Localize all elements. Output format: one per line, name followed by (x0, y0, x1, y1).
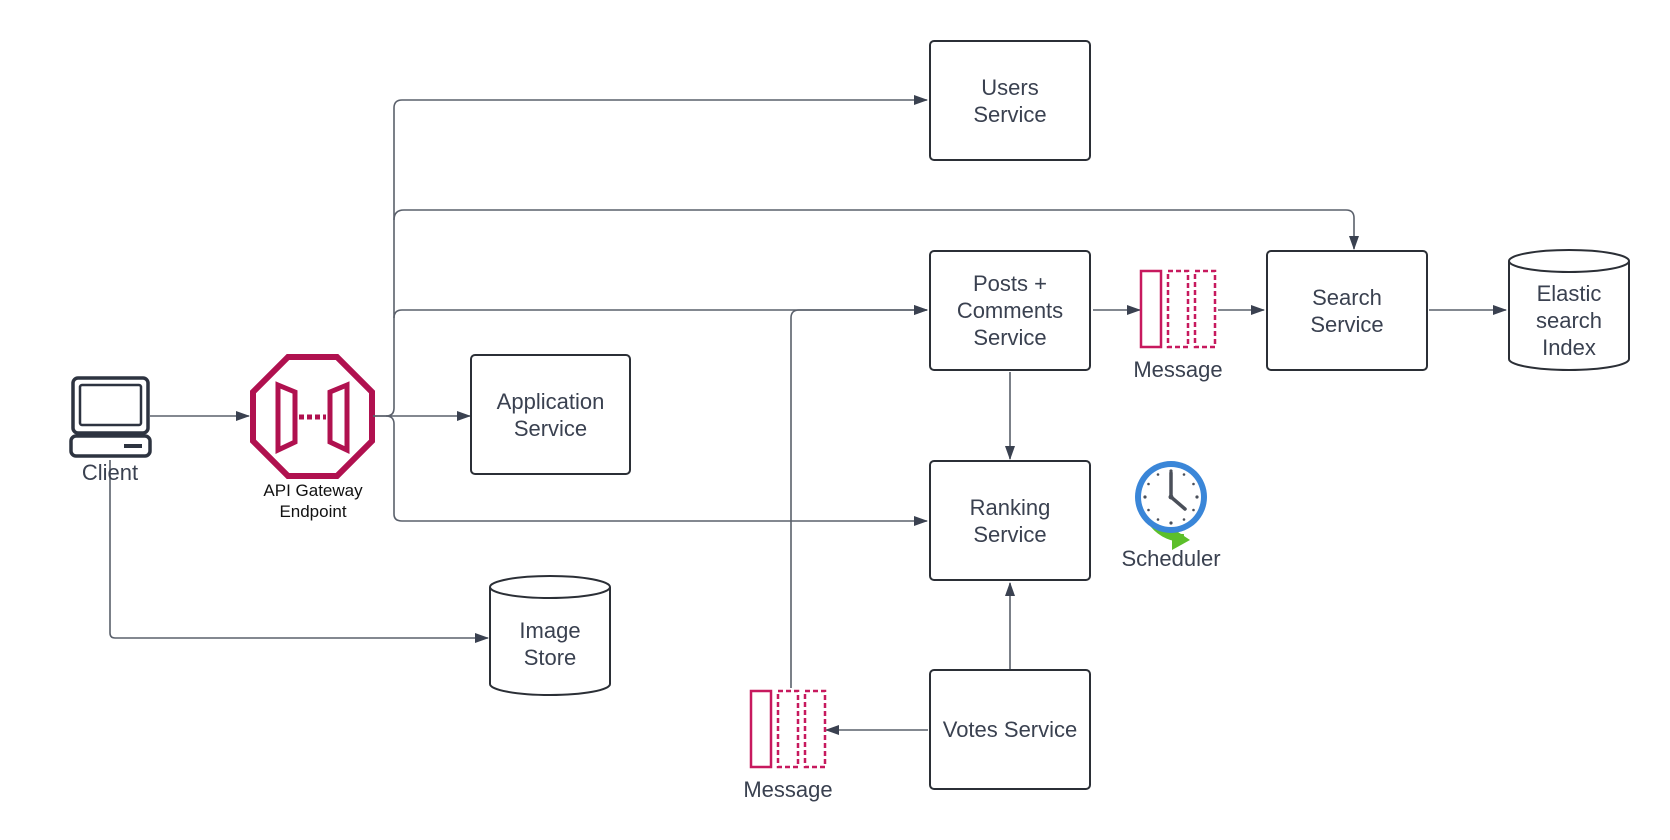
edge-client-image-store (109, 460, 489, 643)
api-gateway-icon (250, 354, 375, 479)
client-label: Client (81, 460, 139, 485)
image-store-cylinder (489, 575, 611, 696)
message-label-top: Message (1133, 357, 1223, 382)
scheduler-label: Scheduler (1121, 546, 1221, 571)
api-gateway-label: API Gateway Endpoint (263, 481, 363, 521)
ranking-service-box[interactable]: Ranking Service (929, 460, 1091, 581)
message-label-bottom: Message (743, 777, 833, 802)
edge-gateway-ranking (385, 415, 928, 526)
edge-gateway-search (393, 209, 1359, 250)
elastic-search-index-label: Elastic search Index (1535, 280, 1603, 360)
edges (109, 95, 1507, 735)
search-service-box[interactable]: Search Service (1266, 250, 1428, 371)
posts-comments-service-box[interactable]: Posts + Comments Service (929, 250, 1091, 371)
votes-service-box[interactable]: Votes Service (929, 669, 1091, 790)
users-service-box[interactable]: Users Service (929, 40, 1091, 161)
image-store-label: Image Store (519, 618, 581, 670)
edge-message-posts (790, 305, 928, 688)
edge-gateway-posts (393, 305, 928, 319)
message-queue-icon (749, 689, 827, 769)
application-service-box[interactable]: Application Service (470, 354, 631, 475)
edge-gateway-users (373, 95, 928, 417)
message-queue-icon (1139, 269, 1217, 349)
scheduler-clock-icon (1135, 461, 1207, 550)
computer-icon (69, 376, 152, 458)
elastic-search-index-cylinder (1508, 249, 1630, 371)
